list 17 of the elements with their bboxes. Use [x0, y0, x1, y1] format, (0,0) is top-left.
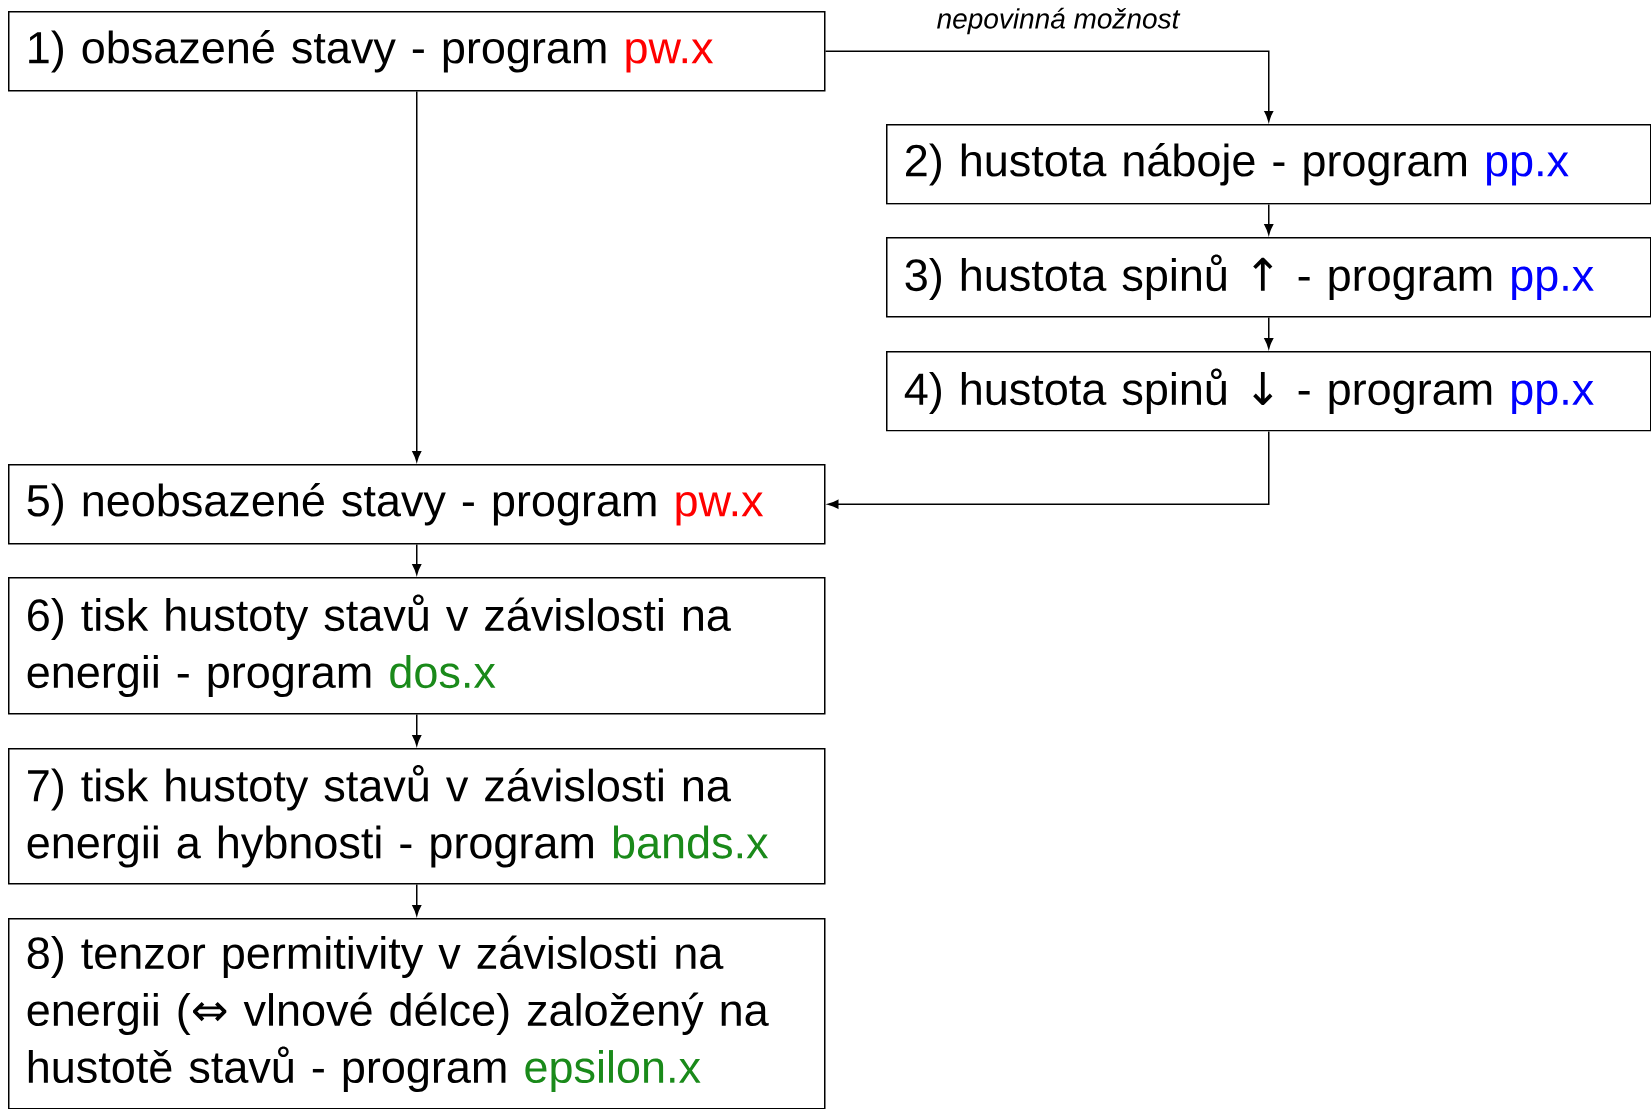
process-box: 7) tisk hustoty stavů v závislosti na energii a hybnosti - program bands.x [8, 748, 826, 885]
process-box: 5) neobsazené stavy - program pw.x [8, 464, 826, 545]
process-box: 4) hustota spinů ↓ - program pp.x [886, 351, 1651, 432]
process-box: 6) tisk hustoty stavů v závislosti na energii - program dos.x [8, 577, 826, 715]
edge-label: nepovinná možnost [934, 5, 1182, 37]
arrow [827, 430, 1270, 509]
arrow [1264, 203, 1274, 235]
process-box: 3) hustota spinů ↑ - program pp.x [886, 237, 1651, 318]
arrow [412, 543, 422, 575]
arrow [1264, 316, 1274, 349]
process-box: 2) hustota náboje - program pp.x [886, 124, 1651, 205]
arrow [412, 713, 422, 746]
arrow [412, 883, 422, 916]
process-box: 8) tenzor permitivity v závislosti na energii (⇔ vlnové délce) založený na hustotě stavů - program epsilon.x [8, 918, 826, 1109]
process-box: 1) obsazené stavy - program pw.x [8, 11, 826, 92]
arrow [824, 50, 1274, 122]
arrow [412, 90, 422, 462]
